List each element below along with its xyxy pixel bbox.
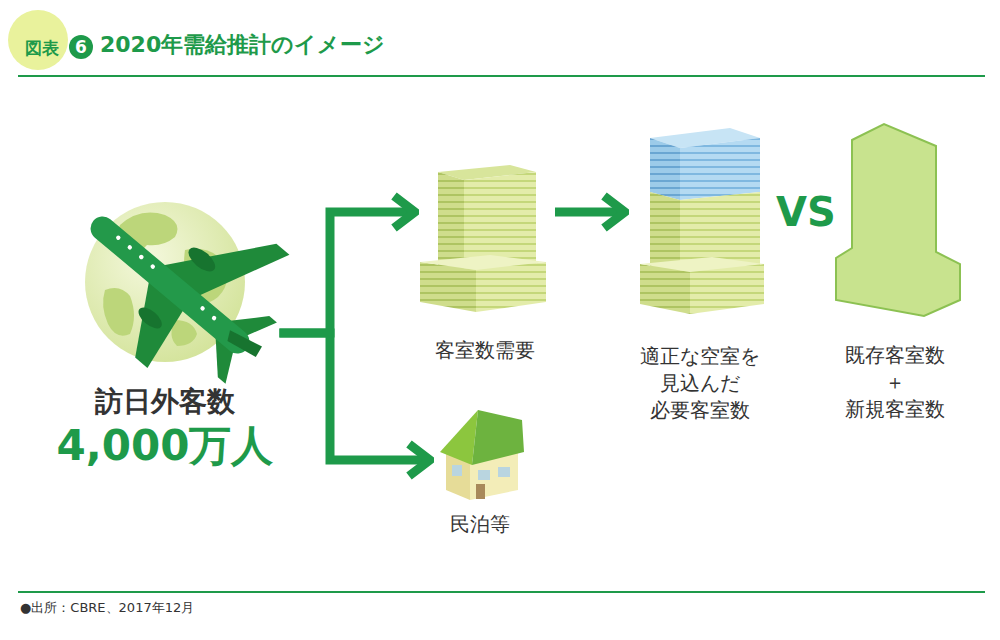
node-label: 民泊等 [450, 511, 510, 538]
node-label: 客室数需要 [435, 337, 535, 364]
versus-mark: VS [776, 192, 836, 232]
illustration-node: 民泊等 [430, 405, 530, 538]
illustration-node: 訪日外客数4,000万人 [51, 188, 280, 473]
building-required [640, 128, 764, 314]
figure-number: 6 [75, 39, 87, 56]
number-circle [69, 35, 93, 59]
node-value: 4,000万人 [57, 420, 274, 473]
illustration-node: 客室数需要 [415, 155, 555, 364]
flow-arrow [279, 212, 415, 333]
figure-tag: 図表 [25, 40, 59, 57]
node-label: 既存客室数 ＋ 新規客室数 [845, 342, 945, 423]
illustration-node: 既存客室数 ＋ 新規客室数 [820, 120, 970, 423]
node-label: 適正な空室を 見込んだ 必要客室数 [640, 343, 760, 424]
flow-arrow [555, 208, 625, 217]
house [440, 410, 524, 500]
illustration-node: 適正な空室を 見込んだ 必要客室数 [625, 125, 775, 424]
source-note: ●出所：CBRE、2017年12月 [20, 600, 194, 617]
building-demand [420, 165, 546, 312]
badge-circle [8, 10, 68, 70]
building-supply [836, 124, 960, 316]
title: 2020年需給推計のイメージ [100, 32, 385, 58]
flow-arrow [279, 333, 430, 460]
node-label: 訪日外客数 [95, 384, 235, 420]
airplane [43, 144, 320, 417]
footer-rule [18, 591, 985, 593]
title-rule [18, 75, 985, 77]
